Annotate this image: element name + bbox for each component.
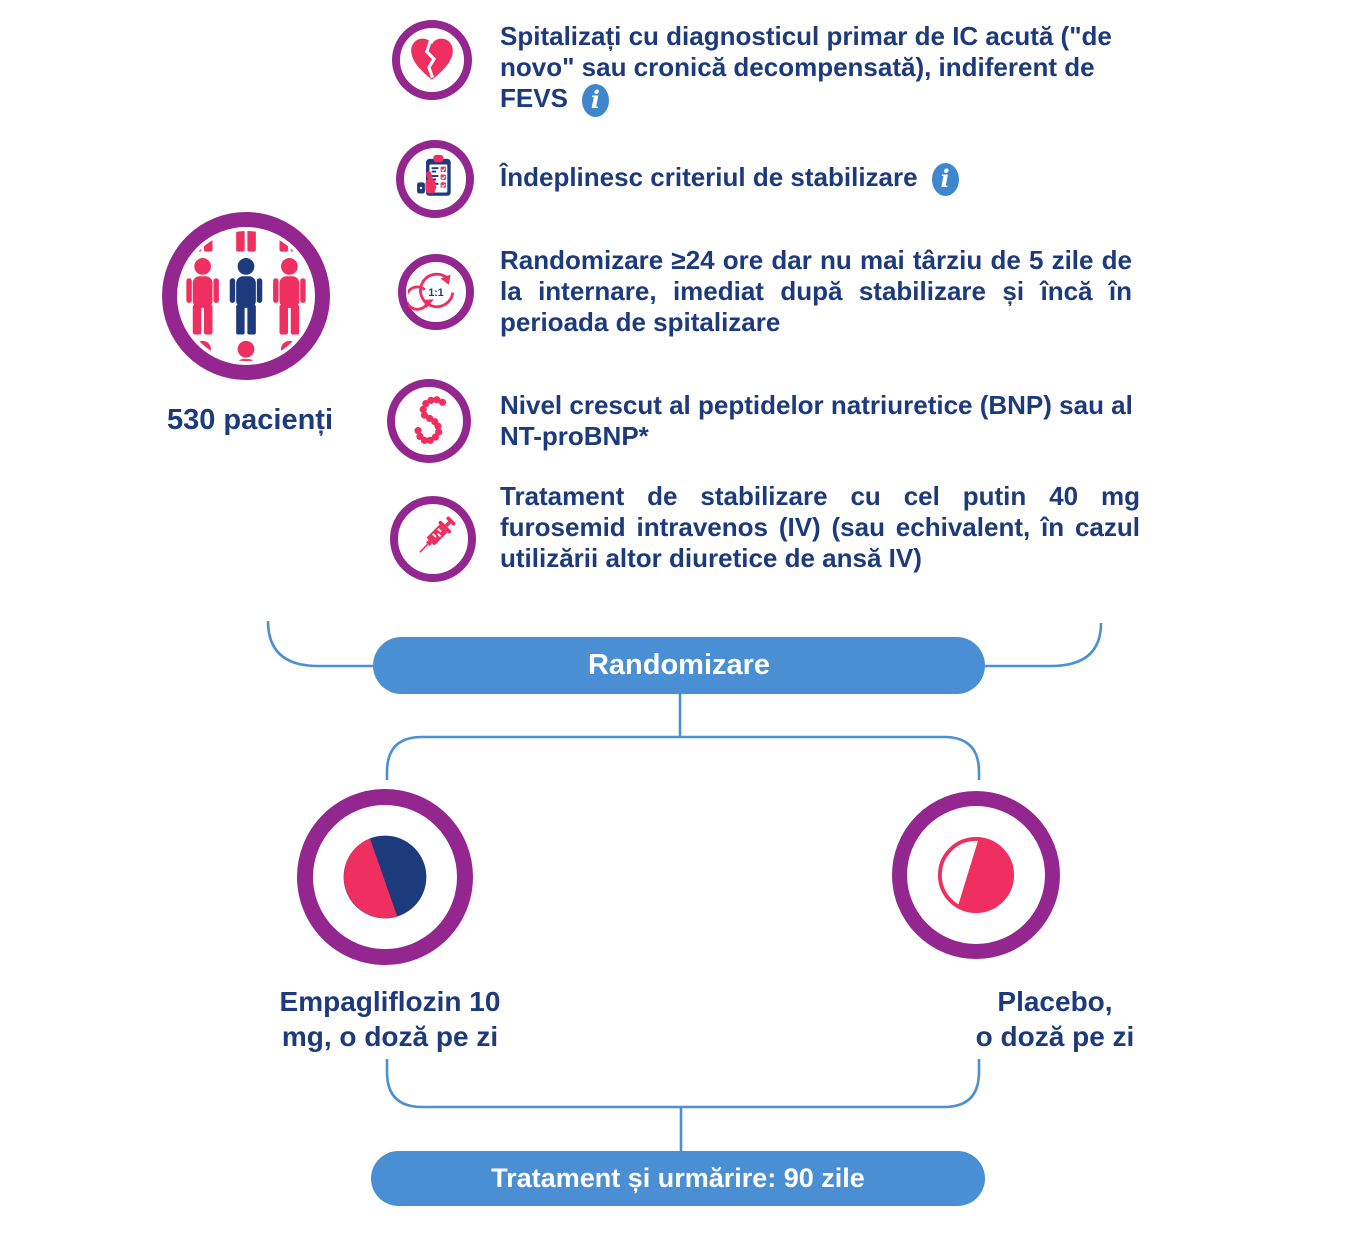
randomization-cycle-icon: 1:1 [408, 272, 455, 311]
criterion-3-text: Randomizare ≥24 ore dar nu mai târziu de… [500, 245, 1132, 337]
info-icon[interactable]: i [931, 162, 959, 196]
patients-group-icon [186, 230, 306, 362]
criterion-4-circle [387, 379, 471, 463]
criterion-4-text: Nivel crescut al peptidelor natriuretice… [500, 390, 1133, 451]
pie-dose-empagliflozin-icon [343, 835, 427, 919]
cohort-count-label: 530 pacienți [166, 404, 334, 436]
broken-heart-icon [411, 38, 453, 80]
pie-dose-placebo-icon [937, 836, 1015, 914]
cohort-circle [162, 212, 330, 380]
stabilization-checklist-icon [417, 154, 451, 196]
syringe-icon [419, 516, 456, 553]
info-icon[interactable]: i [581, 83, 609, 117]
followup-pill: Tratament și urmărire: 90 zile [371, 1151, 985, 1206]
criterion-3-circle: 1:1 [398, 254, 474, 330]
randomization-pill: Randomizare [373, 637, 985, 694]
placebo-arm-label: Placebo, o doză pe zi [975, 986, 1135, 1052]
criterion-1-text: Spitalizați cu diagnosticul primar de IC… [500, 21, 1136, 117]
criterion-5-text: Tratament de stabilizare cu cel putin 40… [500, 481, 1140, 573]
criterion-5-circle [390, 496, 476, 582]
criterion-2-circle [396, 140, 474, 218]
criterion-1-circle [392, 20, 472, 100]
empagliflozin-arm-label: Empagliflozin 10 mg, o doză pe zi [279, 986, 501, 1052]
ratio-label: 1:1 [428, 287, 443, 299]
placebo-arm-circle [892, 791, 1060, 959]
empagliflozin-arm-circle [297, 789, 473, 965]
peptide-chain-icon [414, 396, 447, 444]
